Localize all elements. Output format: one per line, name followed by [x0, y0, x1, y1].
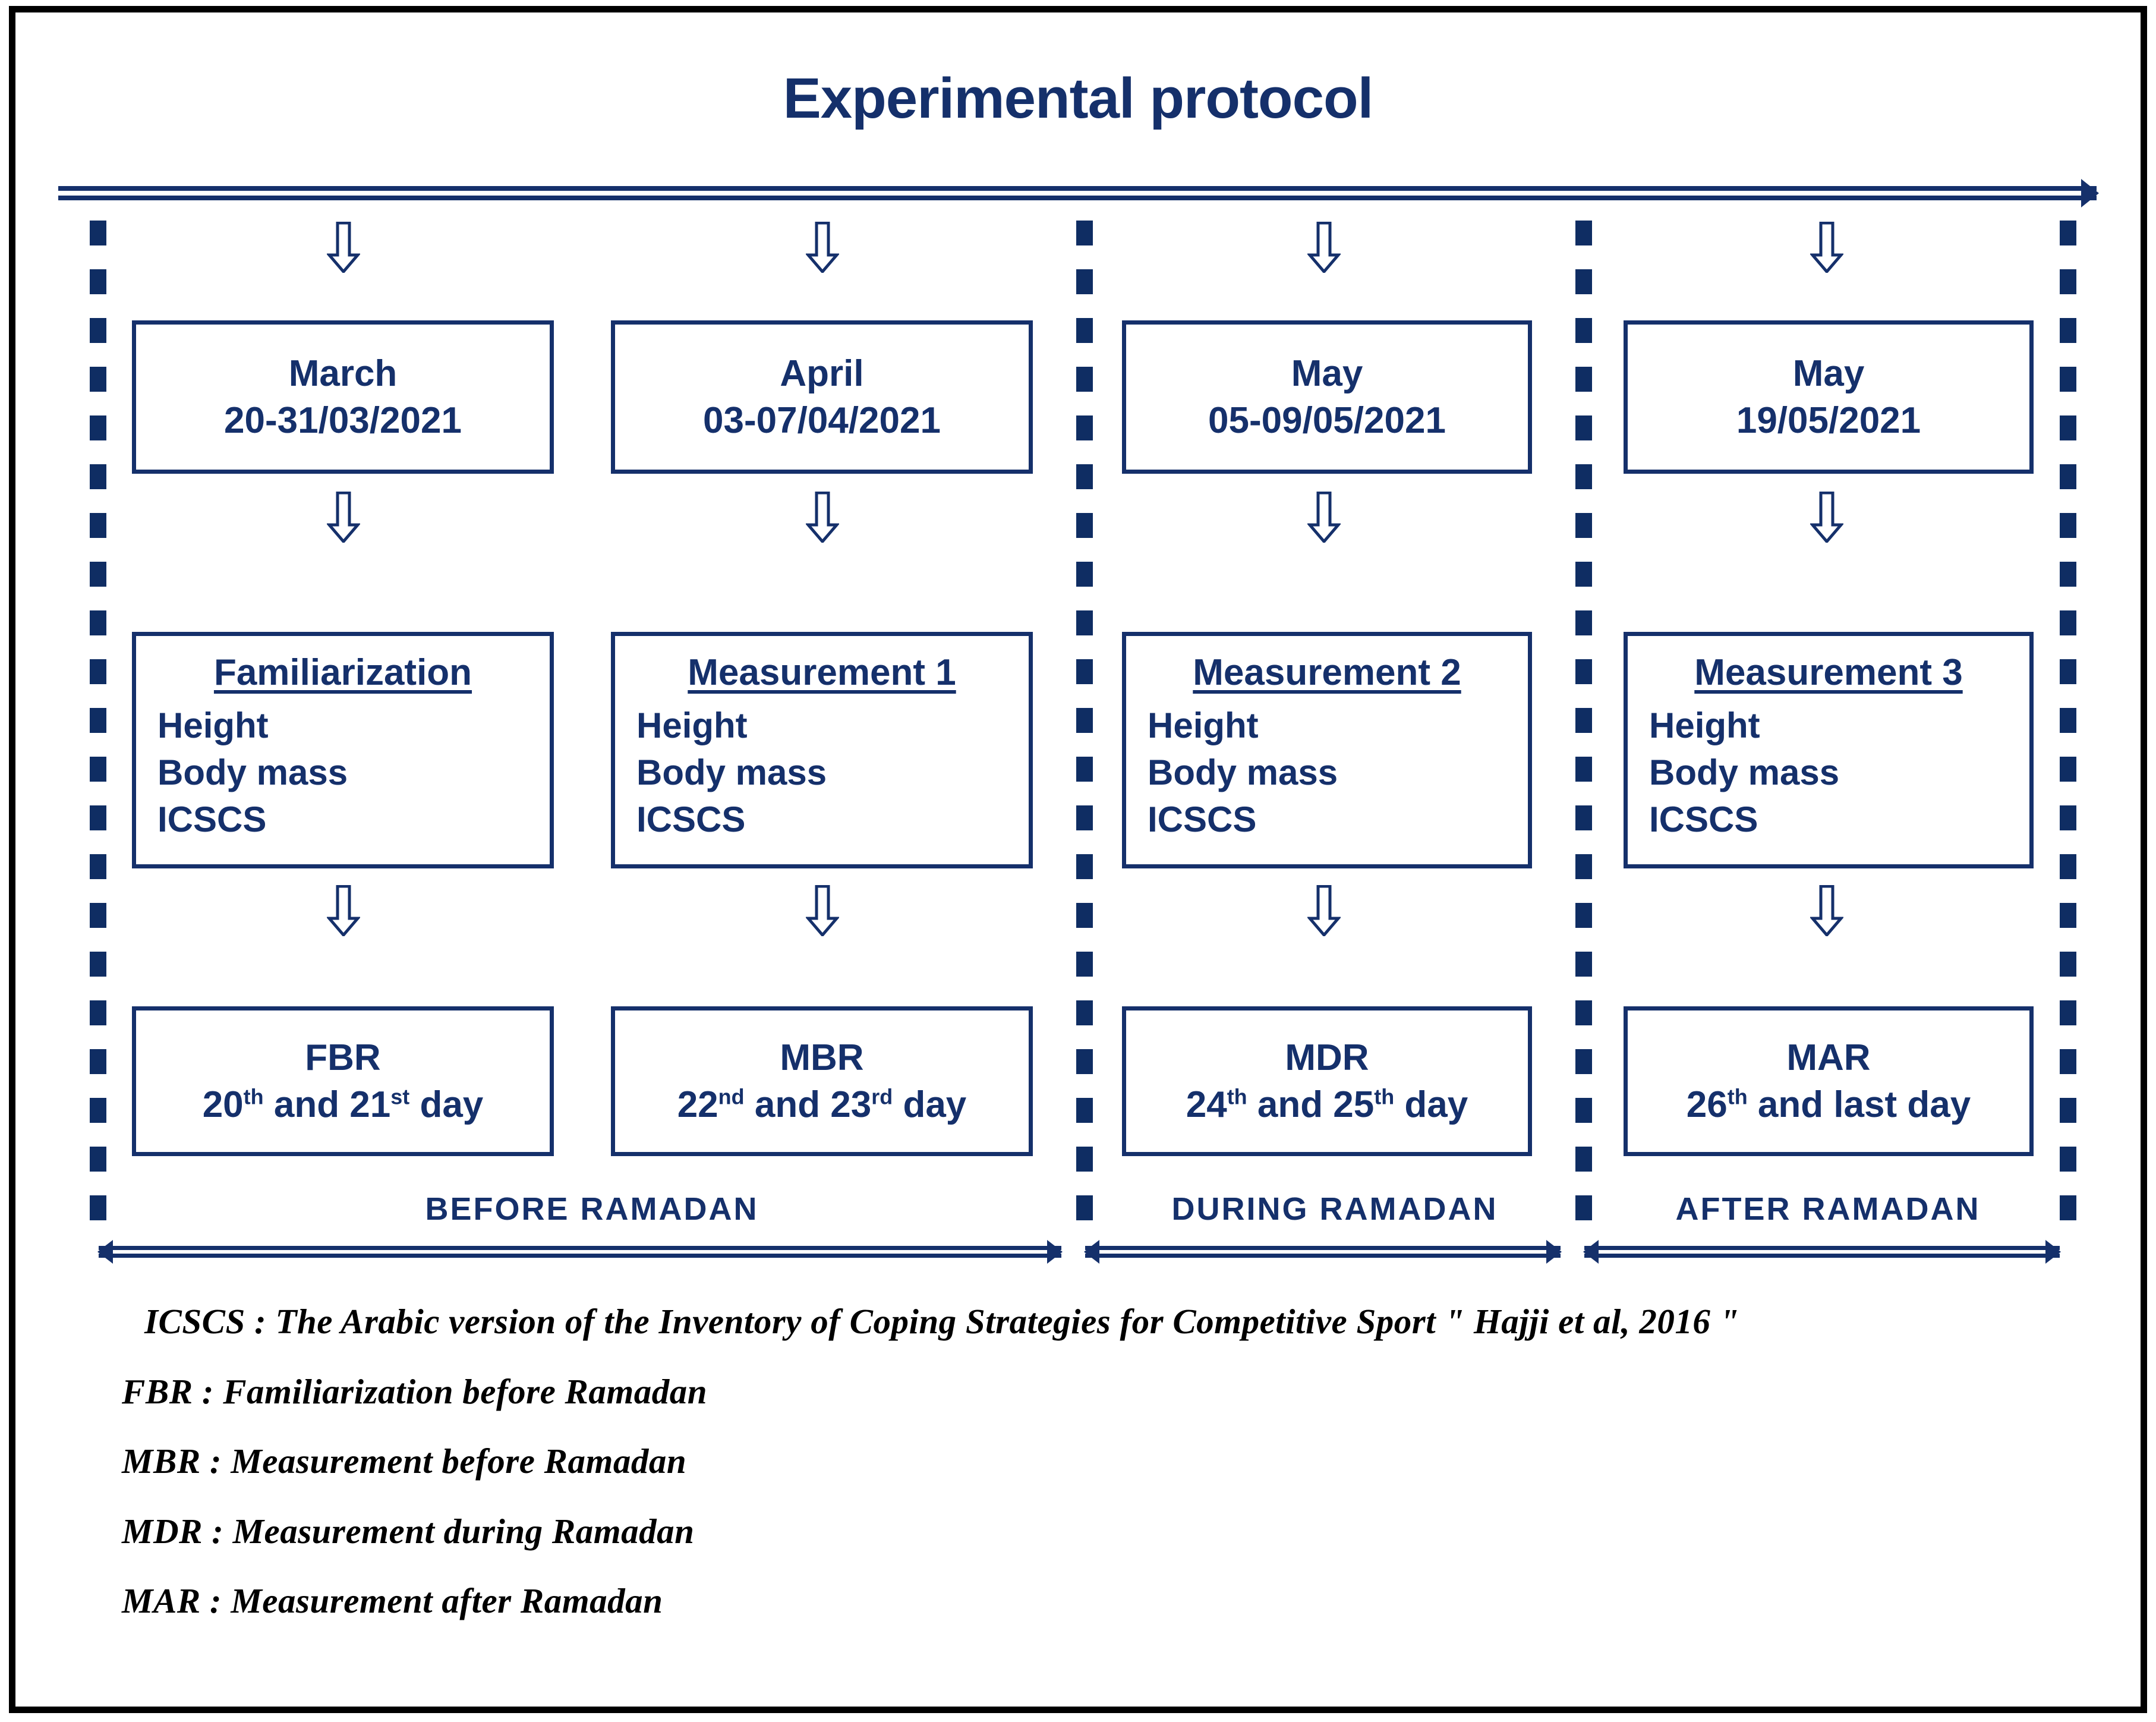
measurement-item-body-mass-col4: Body mass [1649, 753, 1840, 793]
measurement-box-col1: Familiarization Height Body mass ICSCS [132, 632, 554, 868]
measurement-heading-col4: Measurement 3 [1694, 652, 1963, 693]
arrow-down-col4-to-session [1810, 885, 1843, 936]
measurement-item-height-col1: Height [157, 706, 269, 745]
measurement-item-icscs-col3: ICSCS [1148, 799, 1257, 840]
arrow-down-col3-to-measure [1307, 492, 1341, 543]
session-days-col4: 26th and last day [1686, 1084, 1971, 1125]
measurement-item-height-col3: Height [1148, 706, 1259, 745]
arrow-down-col2-to-date [806, 222, 839, 273]
timeline-arrow [58, 179, 2099, 207]
session-box-col1: FBR 20th and 21st day [132, 1006, 554, 1156]
divider-dashed-left [90, 221, 106, 1231]
measurement-item-icscs-col4: ICSCS [1649, 799, 1758, 840]
session-code-col4: MAR [1786, 1037, 1871, 1078]
date-month-col4: May [1792, 352, 1865, 394]
session-box-col4: MAR 26th and last day [1624, 1006, 2034, 1156]
arrow-down-col2-to-session [806, 885, 839, 936]
phase-arrow-before-bar [99, 1246, 1061, 1258]
arrow-down-col1-to-session [327, 885, 360, 936]
arrow-down-col4-to-date [1810, 222, 1843, 273]
timeline-arrow-head-icon [2081, 179, 2099, 207]
session-days-col3: 24th and 25th day [1186, 1084, 1468, 1125]
date-box-col2: April 03-07/04/2021 [611, 320, 1033, 474]
phase-arrow-during-bar [1085, 1246, 1561, 1258]
measurement-heading-col1: Familiarization [213, 652, 472, 693]
phase-arrow-before [97, 1240, 1063, 1264]
date-range-col2: 03-07/04/2021 [703, 400, 941, 441]
legend-mdr: MDR : Measurement during Ramadan [122, 1511, 695, 1551]
date-range-col3: 05-09/05/2021 [1208, 400, 1446, 441]
measurement-box-col4: Measurement 3 Height Body mass ICSCS [1624, 632, 2034, 868]
measurement-box-col3: Measurement 2 Height Body mass ICSCS [1122, 632, 1532, 868]
measurement-item-icscs-col2: ICSCS [636, 799, 746, 840]
session-days-col1: 20th and 21st day [202, 1084, 484, 1125]
measurement-item-icscs-col1: ICSCS [157, 799, 267, 840]
session-box-col2: MBR 22nd and 23rd day [611, 1006, 1033, 1156]
measurement-item-body-mass-col1: Body mass [157, 753, 348, 793]
session-code-col1: FBR [305, 1037, 381, 1078]
timeline-arrow-bar [58, 186, 2097, 200]
phase-arrow-after [1583, 1240, 2061, 1264]
legend: ICSCS : The Arabic version of the Invent… [122, 1293, 2081, 1630]
date-box-col1: March 20-31/03/2021 [132, 320, 554, 474]
divider-dashed-right [2060, 221, 2076, 1231]
legend-mar: MAR : Measurement after Ramadan [122, 1581, 663, 1621]
date-month-col3: May [1291, 352, 1363, 394]
page-title: Experimental protocol [783, 67, 1374, 130]
date-month-col1: March [288, 352, 398, 394]
legend-mbr: MBR : Measurement before Ramadan [122, 1441, 687, 1481]
arrow-down-col4-to-measure [1810, 492, 1843, 543]
arrow-down-col2-to-measure [806, 492, 839, 543]
session-box-col3: MDR 24th and 25th day [1122, 1006, 1532, 1156]
phase-arrow-during-head-left-icon [1084, 1240, 1099, 1264]
phase-arrow-after-head-left-icon [1583, 1240, 1599, 1264]
phase-arrow-during-head-right-icon [1546, 1240, 1562, 1264]
phase-label-after: AFTER RAMADAN [1675, 1191, 1981, 1227]
phase-arrow-after-bar [1584, 1246, 2060, 1258]
measurement-heading-col2: Measurement 1 [688, 652, 956, 693]
session-code-col2: MBR [780, 1037, 864, 1078]
figure-frame: Experimental protocol March 20-31/03/202… [9, 6, 2147, 1713]
legend-fbr: FBR : Familiarization before Ramadan [122, 1371, 708, 1411]
arrow-down-col1-to-date [327, 222, 360, 273]
date-range-col4: 19/05/2021 [1736, 400, 1921, 441]
measurement-item-body-mass-col2: Body mass [636, 753, 827, 793]
phase-arrow-before-head-left-icon [97, 1240, 113, 1264]
arrow-down-col1-to-measure [327, 492, 360, 543]
phase-arrow-before-head-right-icon [1047, 1240, 1063, 1264]
divider-dashed-during-after [1575, 221, 1592, 1231]
measurement-item-body-mass-col3: Body mass [1148, 753, 1338, 793]
date-box-col3: May 05-09/05/2021 [1122, 320, 1532, 474]
measurement-box-col2: Measurement 1 Height Body mass ICSCS [611, 632, 1033, 868]
date-box-col4: May 19/05/2021 [1624, 320, 2034, 474]
phase-arrow-during [1084, 1240, 1562, 1264]
arrow-down-col3-to-date [1307, 222, 1341, 273]
phase-label-during: DURING RAMADAN [1171, 1191, 1498, 1227]
measurement-heading-col3: Measurement 2 [1193, 652, 1461, 693]
measurement-item-height-col2: Height [636, 706, 748, 745]
phase-arrow-after-head-right-icon [2045, 1240, 2061, 1264]
date-month-col2: April [780, 352, 864, 394]
date-range-col1: 20-31/03/2021 [224, 400, 462, 441]
legend-icscs: ICSCS : The Arabic version of the Invent… [144, 1302, 1739, 1341]
measurement-item-height-col4: Height [1649, 706, 1760, 745]
session-days-col2: 22nd and 23rd day [677, 1084, 967, 1125]
phase-label-before: BEFORE RAMADAN [425, 1191, 759, 1227]
arrow-down-col3-to-session [1307, 885, 1341, 936]
session-code-col3: MDR [1285, 1037, 1369, 1078]
divider-dashed-before-during [1076, 221, 1093, 1231]
